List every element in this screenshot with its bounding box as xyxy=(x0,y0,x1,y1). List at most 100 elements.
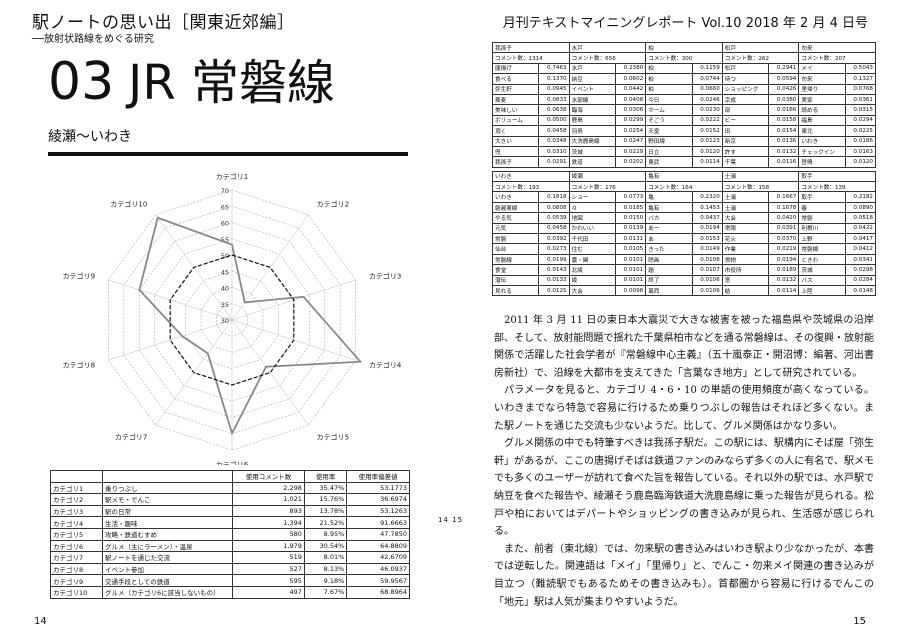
word-cell: 貨物 xyxy=(721,253,770,266)
usage-cell: 1,979 xyxy=(232,539,305,553)
word-cell: 我孫子 xyxy=(491,156,540,168)
usage-cell: 生活・趣味 xyxy=(102,516,233,529)
word-cell: 茨城 xyxy=(798,264,846,276)
station-cell: 綾瀬 xyxy=(568,170,647,183)
usage-cell: 交通手段としての鉄道 xyxy=(102,574,233,587)
score-cell: 0.0291 xyxy=(538,156,570,168)
word-cell: 磐越東線 xyxy=(491,201,540,214)
article-paragraph: また、前者（東北線）では、勿来駅の書き込みはいわき駅より少なかったが、本書では逆… xyxy=(494,543,874,608)
word-cell: 東武 xyxy=(645,156,693,168)
score-cell: 0.0273 xyxy=(538,243,570,255)
usage-cell: カテゴリ4 xyxy=(50,516,103,529)
score-cell: 0.1327 xyxy=(844,73,877,85)
word-cell: 常磐線 xyxy=(491,253,540,266)
word-cell: 終了 xyxy=(645,274,693,287)
score-cell: 0.1370 xyxy=(538,73,570,85)
usage-header-cell xyxy=(50,470,103,483)
score-cell: 0.0194 xyxy=(768,253,800,266)
word-cell: いわき xyxy=(491,191,540,203)
word-cell: ビー xyxy=(721,114,770,127)
word-cell: 福島 xyxy=(798,114,846,127)
score-cell: 0.0154 xyxy=(768,125,800,137)
score-cell: 0.0890 xyxy=(844,201,877,214)
word-cell: あ xyxy=(645,233,693,245)
word-cell: 常磐 xyxy=(491,233,540,245)
word-cell: 柏 xyxy=(645,73,693,85)
usage-cell: 519 xyxy=(232,551,305,564)
score-cell: 0.0442 xyxy=(614,83,647,95)
article-body: 2011 年 3 月 11 日の東日本大震災で大きな被害を被った福島県や茨城県の… xyxy=(494,312,874,611)
usage-cell: 59.9567 xyxy=(346,574,410,587)
series-title: 駅ノートの思い出［関東近郊編］ xyxy=(32,13,295,33)
score-cell: 0.0422 xyxy=(844,222,877,235)
word-cell: 実家 xyxy=(798,93,846,106)
usage-cell: 497 xyxy=(232,585,305,599)
usage-cell: イベント参加 xyxy=(102,562,233,576)
word-cell: 羽鳥 xyxy=(568,125,616,137)
word-cell: 蕎麦 xyxy=(491,93,540,106)
heading-rule xyxy=(48,152,408,156)
score-cell: 0.0125 xyxy=(538,284,570,297)
article-paragraph: グルメ関係の中でも特筆すべきは我孫子駅だ。この駅には、駅構内にそば屋「弥生軒」が… xyxy=(494,438,874,538)
usage-cell: 893 xyxy=(232,504,305,518)
score-cell: 0.0229 xyxy=(614,145,647,158)
score-cell: 0.0660 xyxy=(691,83,723,95)
radar-axis-label: カテゴリ1 xyxy=(216,172,248,181)
station-name-row: いわき綾瀬亀有土浦取手 xyxy=(492,170,876,183)
radar-grid-ring xyxy=(154,238,310,402)
word-cell: 水部線 xyxy=(568,93,616,106)
usage-cell: 駅メモ・でんこ xyxy=(102,493,233,506)
usage-table-header: 使用コメント数使用率使用率偏差値 xyxy=(50,470,410,483)
right-page: 月刊テキストマイニングレポート Vol.10 2018 年 2 月 4 日号 我… xyxy=(450,0,900,639)
score-cell: 0.0341 xyxy=(844,253,877,266)
score-cell: 0.0152 xyxy=(691,125,723,137)
score-cell: 0.0594 xyxy=(768,73,800,85)
station-cell: コメント数：300 xyxy=(645,52,723,64)
score-cell: 0.0101 xyxy=(614,274,647,287)
score-cell: 0.0370 xyxy=(768,233,800,245)
word-cell: 意 xyxy=(721,274,770,287)
station-cell: コメント数：158 xyxy=(721,181,800,193)
usage-cell: グルメ（主にラーメン）・温泉 xyxy=(102,539,233,553)
usage-cell: 53.1263 xyxy=(346,504,410,518)
score-cell: 0.0106 xyxy=(691,284,723,297)
usage-cell: カテゴリ7 xyxy=(50,551,103,564)
word-cell: 今日 xyxy=(645,93,693,106)
word-cell: ときわ xyxy=(798,253,846,266)
chapter-name: JR 常磐線 xyxy=(128,55,335,111)
issue-header: 月刊テキストマイニングレポート Vol.10 2018 年 2 月 4 日号 xyxy=(502,16,868,31)
score-cell: 0.0833 xyxy=(538,93,570,106)
usage-cell: 68.8964 xyxy=(346,585,410,599)
article-paragraph: パラメータを見ると、カテゴリ 4・6・10 の単語の使用頻度が高くなっている。い… xyxy=(494,385,874,432)
radar-series-line xyxy=(138,216,363,436)
score-cell: 0.0299 xyxy=(614,114,647,127)
score-cell: 0.0412 xyxy=(844,243,877,255)
usage-cell: 64.8809 xyxy=(346,539,410,553)
word-cell: 仙台 xyxy=(491,243,540,255)
word-cell: 天皇 xyxy=(645,125,693,137)
score-cell: 0.0189 xyxy=(768,264,800,276)
word-cell: 見れる xyxy=(491,284,540,297)
score-cell: 0.0158 xyxy=(768,114,800,127)
score-cell: 0.0222 xyxy=(691,114,723,127)
station-cell: 取手 xyxy=(798,170,876,183)
usage-cell: 駅ノートを通じた交流 xyxy=(102,551,233,564)
radar-tick-label: 40 xyxy=(221,285,229,293)
station-cell: コメント数：207 xyxy=(798,52,876,64)
word-cell: 住む xyxy=(568,243,616,255)
word-cell: 北綾 xyxy=(568,264,616,276)
word-cell: 許す xyxy=(721,145,770,158)
usage-cell: カテゴリ5 xyxy=(50,527,103,541)
word-cell: 日立 xyxy=(645,145,693,158)
word-cell: ショー xyxy=(568,191,616,203)
word-cell: いわき xyxy=(798,135,846,147)
